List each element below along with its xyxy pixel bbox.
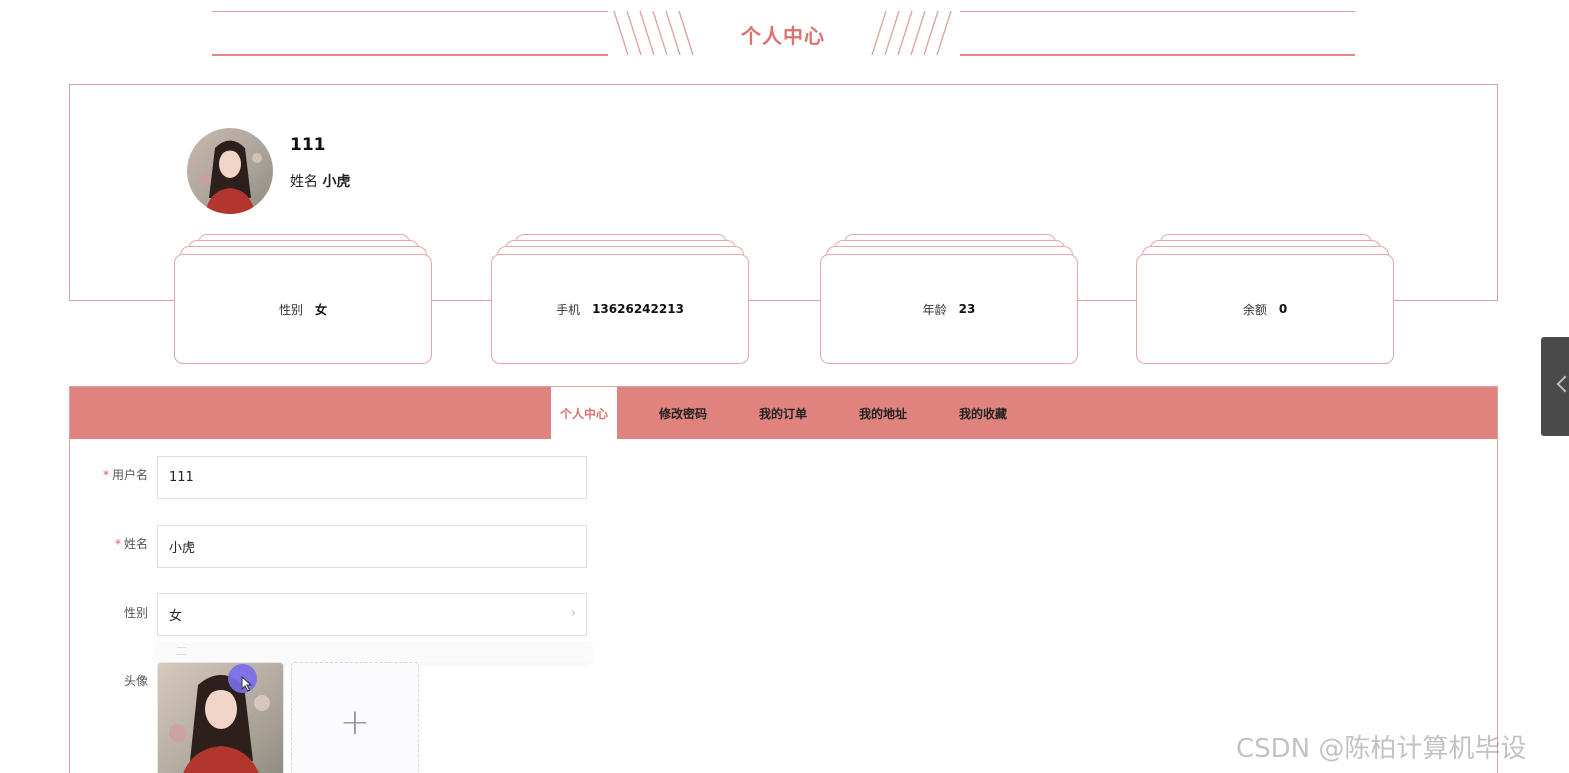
profile-username: 111 — [290, 135, 326, 155]
gender-select[interactable]: 女 › — [157, 593, 587, 636]
stat-label: 手机 — [556, 302, 581, 317]
stat-label: 性别 — [278, 302, 303, 317]
watermark: CSDN @陈柏计算机毕设 — [1236, 734, 1527, 764]
stat-label: 年龄 — [922, 302, 947, 317]
username-input[interactable]: 111 — [157, 456, 587, 499]
chevron-right-icon: › — [570, 606, 576, 621]
username-label: *用户名 — [102, 468, 148, 482]
page-title: 个人中心 — [741, 24, 825, 48]
tab-my-address[interactable]: 我的地址 — [858, 406, 907, 421]
avatar — [187, 128, 273, 214]
title-line-top-left — [212, 11, 608, 12]
required-mark: * — [102, 468, 109, 482]
profile-name-label: 姓名 — [290, 174, 318, 190]
gender-value: 女 — [169, 609, 183, 624]
tab-personal-center[interactable]: 个人中心 — [551, 387, 617, 439]
title-stripes-right — [871, 10, 952, 56]
name-input[interactable]: 小虎 — [157, 525, 587, 568]
profile-name-value: 小虎 — [322, 174, 351, 190]
stat-value: 23 — [958, 302, 976, 316]
stat-value: 女 — [315, 302, 328, 317]
side-drawer-handle[interactable] — [1541, 337, 1569, 436]
stat-card-balance: 余额 0 — [1136, 234, 1394, 364]
title-stripes-left — [613, 10, 694, 56]
required-mark: * — [114, 537, 121, 551]
stat-card-gender: 性别 女 — [174, 234, 432, 364]
tab-change-password[interactable]: 修改密码 — [658, 406, 707, 421]
tab-my-favorites[interactable]: 我的收藏 — [958, 406, 1007, 421]
stat-value: 13626242213 — [592, 302, 684, 316]
title-line-top-right — [960, 11, 1355, 12]
username-value: 111 — [169, 470, 194, 485]
mouse-cursor-icon — [241, 676, 253, 692]
gender-label: 性别 — [123, 606, 148, 620]
stat-card-phone: 手机 13626242213 — [491, 234, 749, 364]
title-line-bottom-left — [212, 54, 608, 56]
tab-bar — [70, 387, 1497, 439]
avatar-thumbnail[interactable] — [157, 662, 284, 773]
profile-name-line: 姓名 小虎 — [290, 171, 350, 191]
stat-label: 余额 — [1242, 302, 1267, 317]
avatar-upload-button[interactable]: + — [291, 662, 419, 773]
gender-dropdown-ghost — [157, 642, 591, 662]
stat-value: 0 — [1278, 302, 1288, 316]
name-label: *姓名 — [114, 537, 148, 551]
tab-my-orders[interactable]: 我的订单 — [758, 406, 807, 421]
stat-card-age: 年龄 23 — [820, 234, 1078, 364]
avatar-label: 头像 — [123, 674, 148, 688]
chevron-left-icon — [1556, 375, 1569, 393]
name-value: 小虎 — [169, 541, 196, 556]
title-line-bottom-right — [960, 54, 1355, 56]
